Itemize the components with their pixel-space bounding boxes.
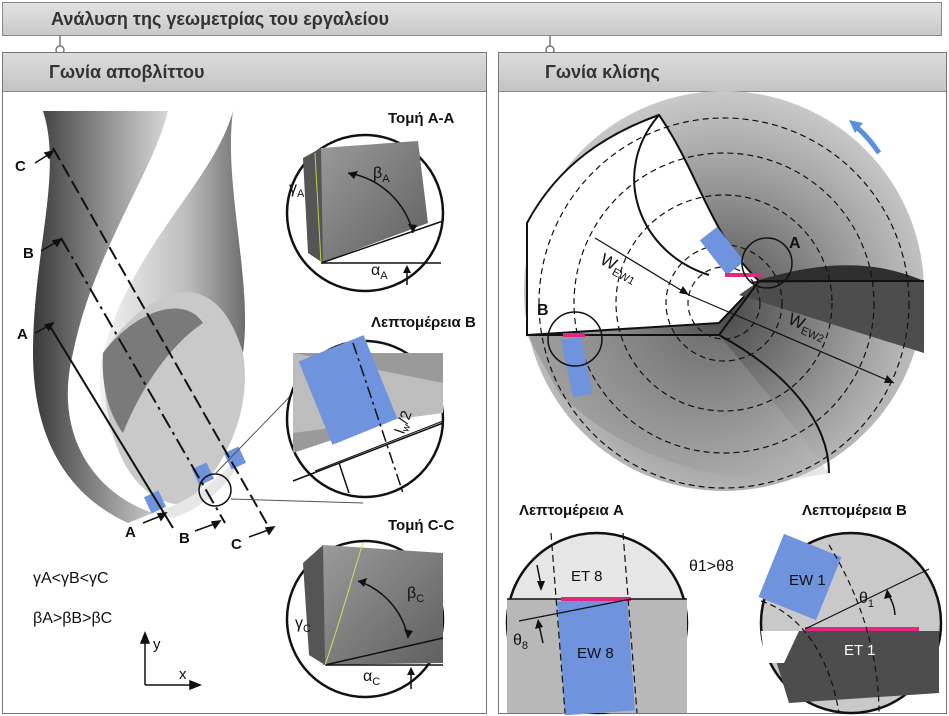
marker-a-top: A — [17, 326, 28, 343]
w-ew2-dimension — [688, 294, 895, 384]
alpha-a-label: αA — [371, 262, 388, 282]
edge-highlight-c — [223, 446, 247, 470]
rake-angle-figure: C B A A B C Τομή A-A βA γA αA Λεπτομέρει — [15, 110, 476, 699]
lw-label: lw/2 — [392, 408, 418, 436]
page-title: Ανάλυση της γεωμετρίας του εργαλείου — [51, 9, 390, 29]
marker-b-bottom: B — [179, 530, 190, 547]
label-b: B — [537, 302, 549, 319]
drill-illustration — [33, 111, 246, 523]
rake-angle-header: Γωνία αποβλίττου — [3, 53, 486, 92]
relation-gamma: γA<γB<γC — [33, 570, 109, 587]
theta8-label: θ8 — [513, 632, 528, 652]
detail-a-ring — [741, 237, 793, 289]
detail-b-circle — [285, 335, 445, 499]
axes-icon — [139, 630, 203, 691]
rake-angle-panel: Γωνία αποβλίττου — [2, 52, 487, 714]
axis-y-label: y — [153, 636, 161, 653]
detail-a-title: Λεπτομέρεια A — [519, 502, 624, 519]
detail-b-right-title: Λεπτομέρεια B — [802, 502, 907, 519]
w-ew1-dimension — [594, 237, 690, 296]
detail-b-title: Λεπτομέρεια B — [371, 314, 476, 331]
marker-b-top: B — [23, 245, 34, 262]
edge-highlight-b — [191, 462, 215, 486]
section-lines — [50, 147, 272, 532]
theta-relation: θ1>θ8 — [689, 558, 734, 575]
connector-lines — [55, 36, 555, 55]
edge-patch-a — [699, 226, 745, 276]
rake-angle-heading: Γωνία αποβλίττου — [49, 62, 205, 82]
relation-beta: βA>βB>βC — [33, 610, 112, 627]
alpha-c-label: αC — [363, 668, 380, 688]
drill-end-view — [524, 91, 924, 491]
inclination-angle-panel: Γωνία κλίσης — [498, 52, 947, 715]
label-a: A — [789, 235, 801, 252]
gamma-a-label: γA — [289, 180, 305, 200]
et1-label: ET 1 — [844, 642, 875, 659]
theta1-label: θ1 — [859, 590, 874, 610]
inclination-angle-heading: Γωνία κλίσης — [545, 62, 660, 82]
marker-a-bottom: A — [125, 524, 136, 541]
beta-a-label: βA — [373, 165, 390, 185]
section-cc-circle — [285, 539, 445, 699]
inclination-angle-figure: A B WEW1 WEW2 Λεπτομέρεια A ET 8 EW 8 θ8… — [505, 91, 943, 715]
detail-a-circle — [505, 531, 689, 715]
section-markers — [34, 149, 276, 538]
ew1-label: EW 1 — [789, 572, 826, 589]
beta-c-label: βC — [407, 585, 424, 605]
marker-c-top: C — [15, 158, 26, 175]
section-aa-title: Τομή A-A — [388, 110, 455, 127]
page-title-bar: Ανάλυση της γεωμετρίας του εργαλείου — [2, 2, 942, 36]
inclination-angle-header: Γωνία κλίσης — [499, 53, 946, 92]
gamma-c-label: γC — [295, 615, 311, 635]
section-cc-title: Τομή C-C — [388, 517, 455, 534]
ew8-label: EW 8 — [577, 645, 614, 662]
et8-label: ET 8 — [571, 568, 602, 585]
section-aa-circle — [285, 133, 445, 293]
axis-x-label: x — [179, 666, 187, 683]
edge-patch-b — [561, 336, 593, 398]
marker-c-bottom: C — [231, 536, 242, 553]
detail-b-ring-right — [547, 311, 603, 367]
detail-b-right-circle — [758, 531, 943, 715]
